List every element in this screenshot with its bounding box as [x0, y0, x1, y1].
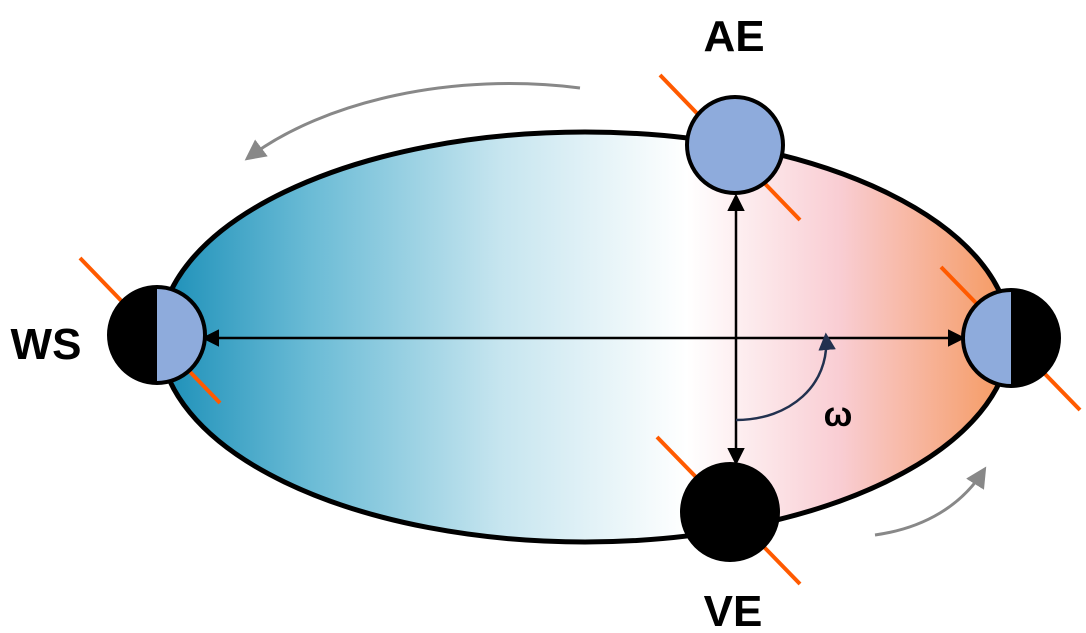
omega-angle-arc-icon	[735, 332, 836, 422]
label-ve: VE	[704, 587, 763, 633]
label-ws: WS	[11, 320, 82, 369]
planet-ss	[961, 288, 1061, 388]
planet-ve	[680, 462, 780, 562]
motion-arrow-bottom-icon	[874, 466, 987, 537]
label-ae: AE	[703, 12, 764, 61]
planet-ae	[685, 95, 785, 195]
planet-ws	[107, 285, 207, 385]
motion-arrow-top-icon	[244, 82, 581, 161]
label-omega: ω	[824, 396, 853, 434]
